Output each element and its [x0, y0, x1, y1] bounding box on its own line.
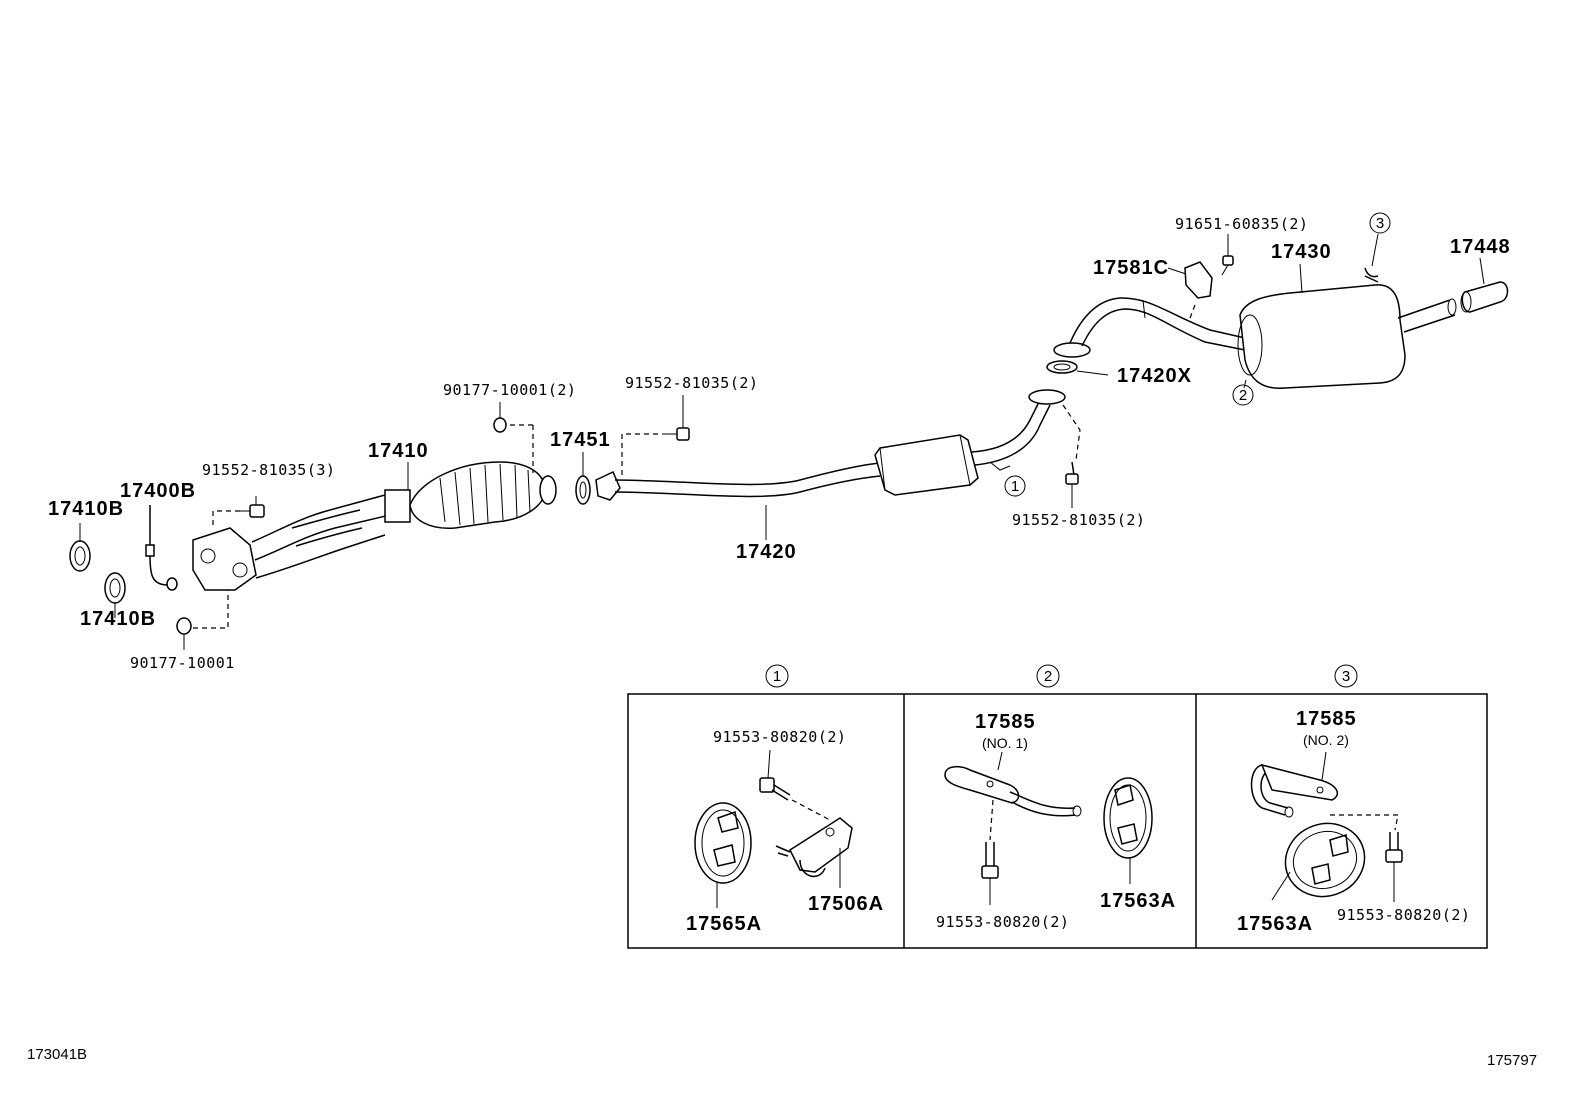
bolt-91651 — [1221, 234, 1234, 276]
exhaust-manifold-17410 — [192, 462, 411, 591]
label-17581c: 17581C — [1093, 257, 1169, 279]
detail-2-bracket — [944, 751, 1082, 841]
label-17563a-detail-2: 17563A — [1100, 890, 1176, 912]
label-17451: 17451 — [550, 429, 611, 451]
panel-callout-3: 3 — [1334, 664, 1358, 688]
label-17563a-detail-3: 17563A — [1237, 913, 1313, 935]
label-91651: 91651-60835(2) — [1175, 215, 1308, 233]
rear-muffler-17430 — [1237, 233, 1457, 389]
catalytic-converter — [409, 424, 557, 529]
front-pipe-17420 — [595, 389, 1081, 540]
panel-callout-2: 2 — [1036, 664, 1060, 688]
detail-3-bracket — [1250, 751, 1399, 831]
label-detail-2-bolt: 91553-80820(2) — [936, 913, 1069, 931]
svg-text:2: 2 — [1239, 387, 1247, 404]
label-90177-2: 90177-10001(2) — [443, 381, 576, 399]
bolt-91552-2-upper — [621, 395, 690, 475]
footer-left-code: 173041B — [27, 1046, 87, 1063]
label-no1: (NO. 1) — [982, 735, 1028, 751]
gasket-17451 — [575, 452, 591, 505]
detail-panels — [627, 693, 1488, 949]
gasket-17410b-upper — [69, 523, 91, 572]
callout-2-main: 2 — [1232, 384, 1254, 406]
nut-90177-2 — [493, 402, 507, 433]
detail-1-bracket — [775, 817, 853, 888]
detail-1-bolt — [759, 749, 831, 821]
bolt-91552-3 — [212, 496, 265, 525]
label-17565a: 17565A — [686, 913, 762, 935]
label-17585-no2: 17585 — [1296, 708, 1357, 730]
gasket-17410b-lower — [104, 572, 126, 618]
label-90177: 90177-10001 — [130, 654, 235, 672]
svg-text:3: 3 — [1342, 668, 1350, 685]
panel-callout-1: 1 — [765, 664, 789, 688]
label-17506a: 17506A — [808, 893, 884, 915]
label-17420: 17420 — [736, 541, 797, 563]
label-91552-3: 91552-81035(3) — [202, 461, 335, 479]
label-17420x: 17420X — [1117, 365, 1192, 387]
label-91552-2-lower: 91552-81035(2) — [1012, 511, 1145, 529]
label-91552-2-upper: 91552-81035(2) — [625, 374, 758, 392]
tail-pipe — [1053, 297, 1246, 358]
svg-text:3: 3 — [1376, 215, 1384, 232]
label-17585-no1: 17585 — [975, 711, 1036, 733]
svg-text:1: 1 — [1011, 478, 1019, 495]
label-17410b-lower: 17410B — [80, 608, 156, 630]
callout-3-main: 3 — [1369, 212, 1391, 234]
detail-2-bolt — [981, 842, 999, 905]
label-no2: (NO. 2) — [1303, 732, 1349, 748]
label-detail-3-bolt: 91553-80820(2) — [1337, 906, 1470, 924]
gasket-17420x — [1046, 360, 1109, 376]
bolt-91552-2-lower — [1065, 461, 1079, 508]
label-17448: 17448 — [1450, 236, 1511, 258]
footer-right-code: 175797 — [1487, 1052, 1537, 1069]
detail-1-rubber-hanger — [694, 802, 752, 908]
svg-text:1: 1 — [773, 668, 781, 685]
label-17410b-upper: 17410B — [48, 498, 124, 520]
label-detail-1-bolt: 91553-80820(2) — [713, 728, 846, 746]
clamp-17581c — [1167, 261, 1213, 299]
label-17410: 17410 — [368, 440, 429, 462]
nut-90177-lower — [176, 590, 229, 650]
label-17400b: 17400B — [120, 480, 196, 502]
svg-text:2: 2 — [1044, 668, 1052, 685]
callout-1-main: 1 — [1004, 475, 1026, 497]
label-17430: 17430 — [1271, 241, 1332, 263]
oxygen-sensor-17400b — [145, 505, 178, 591]
exhaust-tip-17448 — [1460, 257, 1509, 313]
detail-2-rubber-hanger — [1103, 777, 1153, 884]
detail-3-rubber-hanger — [1271, 822, 1366, 901]
detail-3-bolt — [1385, 832, 1403, 902]
